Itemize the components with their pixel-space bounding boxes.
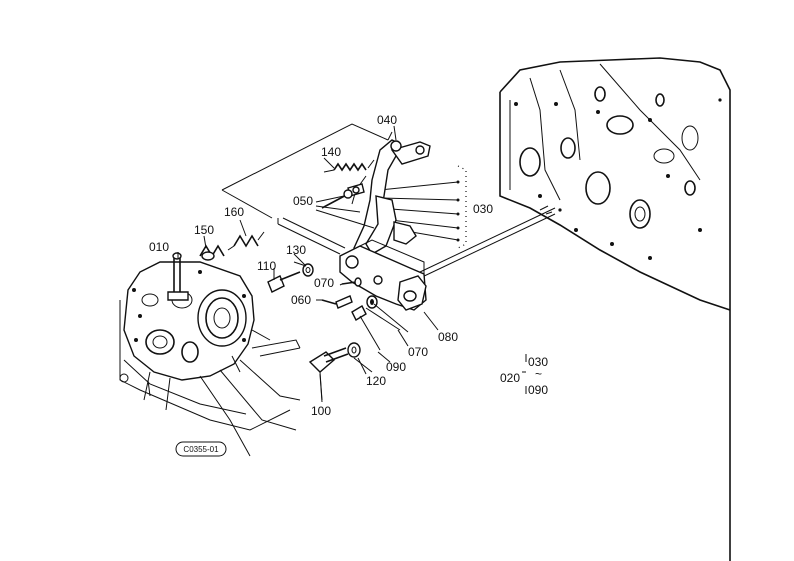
label-060: 060 xyxy=(291,293,311,307)
label-120: 120 xyxy=(366,374,386,388)
label-020: 020 xyxy=(500,371,520,385)
figure-code: C0355-01 xyxy=(175,441,227,457)
label-100: 100 xyxy=(311,404,331,418)
bolt-100 xyxy=(308,342,373,401)
label-030-legend: 030 xyxy=(528,355,548,369)
label-070-lower: 070 xyxy=(408,345,428,359)
figure-code-text: C0355-01 xyxy=(183,445,219,454)
shaft-050 xyxy=(321,186,360,209)
assembly-outline xyxy=(221,123,467,249)
label-080: 080 xyxy=(438,330,458,344)
stud-010 xyxy=(167,252,189,301)
label-090: 090 xyxy=(386,360,406,374)
small-fasteners xyxy=(321,277,409,351)
label-130: 130 xyxy=(286,243,306,257)
label-050: 050 xyxy=(293,194,313,208)
bolt-110-130 xyxy=(267,261,314,293)
spring-140 xyxy=(323,162,367,173)
label-140: 140 xyxy=(321,145,341,159)
label-040: 040 xyxy=(377,113,397,127)
gear-case-housing xyxy=(119,261,301,457)
governor-bracket-080 xyxy=(339,239,427,311)
connecting-lines xyxy=(251,207,556,357)
label-160: 160 xyxy=(224,205,244,219)
label-150: 150 xyxy=(194,223,214,237)
spring-150-160 xyxy=(199,231,265,261)
label-090-legend: 090 xyxy=(528,383,548,397)
label-110: 110 xyxy=(257,259,276,273)
label-030-group: 030 xyxy=(473,202,493,216)
part-labels: 040 140 050 030 160 150 010 130 110 070 … xyxy=(149,113,548,418)
label-010: 010 xyxy=(149,240,169,254)
label-070-upper: 070 xyxy=(314,276,334,290)
engine-block xyxy=(499,57,731,561)
legend-range-tilde: ~ xyxy=(535,367,542,381)
leader-lines xyxy=(177,125,527,403)
